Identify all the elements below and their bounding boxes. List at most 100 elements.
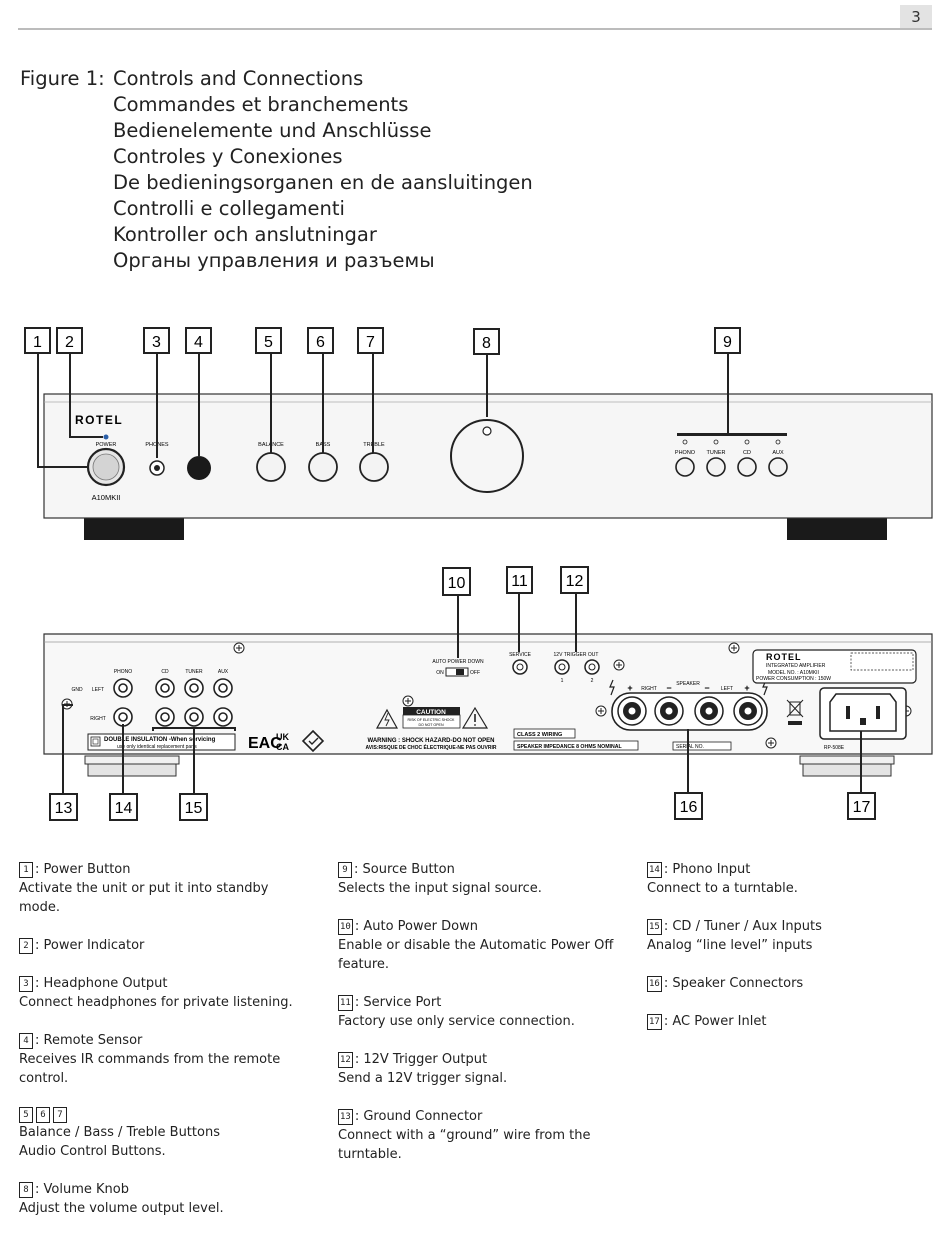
legend-item-service-port: 11: Service Port Factory use only servic…	[338, 993, 623, 1031]
legend-num: 9	[338, 861, 352, 878]
auto-power-down-label: AUTO POWER DOWN	[432, 659, 484, 665]
header-rule	[18, 28, 932, 30]
figure-title-nl: De bedieningsorganen en de aansluitingen	[113, 171, 533, 194]
legend-desc: Adjust the volume output level.	[19, 1201, 224, 1216]
legend-num: 2	[19, 937, 33, 954]
page-number: 3	[900, 5, 932, 29]
callout-3: 3	[143, 327, 170, 354]
callout-14: 14	[109, 793, 138, 821]
figure-label: Figure 1:	[20, 67, 105, 90]
legend-num: 13	[338, 1108, 353, 1125]
figure-title-it: Controlli e collegamenti	[113, 197, 345, 220]
serial-label: SERIAL NO.	[676, 744, 704, 750]
svg-text:17: 17	[853, 799, 871, 816]
trigger-out-2-jack[interactable]	[584, 659, 600, 675]
rear-callouts	[62, 594, 862, 794]
source-aux-button[interactable]	[768, 457, 788, 477]
legend-desc: Connect with a “ground” wire from the tu…	[338, 1128, 591, 1162]
trigger-2-label: 2	[591, 678, 594, 684]
legend-num: 16	[647, 975, 662, 992]
legend-item-trigger-output: 12: 12V Trigger Output Send a 12V trigge…	[338, 1050, 623, 1088]
ac-power-inlet[interactable]	[829, 693, 897, 732]
trigger-out-1-jack[interactable]	[554, 659, 570, 675]
svg-text:+: +	[627, 683, 632, 693]
model-label: A10MKII	[92, 493, 121, 502]
speaker-left-label: LEFT	[721, 686, 733, 692]
figure-title-de: Bedienelemente und Anschlüsse	[113, 119, 432, 142]
callout-15: 15	[179, 793, 208, 821]
warning-fr: AVIS:RISQUE DE CHOC ÉLECTRIQUE-NE PAS OU…	[366, 743, 497, 751]
callout-11: 11	[506, 566, 533, 594]
svg-text:3: 3	[152, 334, 161, 351]
service-port[interactable]	[512, 659, 528, 675]
power-consumption: POWER CONSUMPTION : 150W	[756, 676, 831, 682]
service-label: SERVICE	[509, 652, 532, 658]
legend-title: : Remote Sensor	[35, 1033, 143, 1048]
source-phono-button[interactable]	[675, 457, 695, 477]
speaker-impedance-label: SPEAKER IMPEDANCE 8 OHMS NOMINAL	[517, 744, 622, 750]
legend-desc: Connect to a turntable.	[647, 881, 798, 896]
front-callouts	[37, 354, 729, 468]
eac-mark: EAC	[248, 735, 282, 752]
warning-en: WARNING : SHOCK HAZARD-DO NOT OPEN	[368, 738, 495, 744]
weee-bin-icon	[786, 699, 804, 725]
cd-input-label: CD	[161, 669, 169, 675]
legend-title: : Speaker Connectors	[663, 976, 804, 991]
rating-label	[752, 649, 917, 684]
legend-desc: Receives IR commands from the remote con…	[19, 1052, 281, 1086]
speaker-terminal-plate	[611, 692, 768, 731]
left-label: LEFT	[92, 687, 104, 693]
callout-17: 17	[847, 792, 876, 820]
legend-title: : Headphone Output	[35, 976, 168, 991]
src-tuner-label: TUNER	[707, 450, 726, 456]
callout-12: 12	[560, 566, 589, 594]
speaker-right-label: RIGHT	[641, 686, 657, 692]
front-panel: ROTEL POWER A10MKII PHONES BALANCE BASS …	[43, 393, 933, 540]
legend-item-headphone-output: 3: Headphone Output Connect headphones f…	[19, 974, 311, 1012]
svg-text:15: 15	[185, 800, 203, 817]
legend-item-remote-sensor: 4: Remote Sensor Receives IR commands fr…	[19, 1031, 311, 1088]
double-insulation-text-2: use only identical replacement parts	[117, 744, 197, 750]
source-tuner-button[interactable]	[706, 457, 726, 477]
legend-item-power-button: 1: Power Button Activate the unit or put…	[19, 860, 311, 917]
front-foot-right	[787, 516, 887, 540]
model-number: MODEL NO. : A10MKII	[768, 670, 819, 676]
legend-title: : Phono Input	[663, 862, 751, 877]
src-aux-label: AUX	[772, 450, 784, 456]
callout-1: 1	[24, 327, 51, 354]
amplifier-diagram: ROTEL POWER A10MKII PHONES BALANCE BASS …	[24, 327, 933, 821]
legend-num: 17	[647, 1013, 662, 1030]
remote-sensor	[187, 456, 211, 480]
legend-desc: Enable or disable the Automatic Power Of…	[338, 938, 614, 972]
legend-num: 10	[338, 918, 353, 935]
volume-knob[interactable]	[450, 419, 524, 493]
legend-num: 15	[647, 918, 662, 935]
svg-text:−: −	[704, 683, 709, 693]
rcm-mark	[301, 729, 325, 753]
source-buttons: PHONO TUNER CD AUX	[675, 439, 788, 477]
caution-title: CAUTION	[416, 709, 446, 716]
svg-text:4: 4	[194, 334, 203, 351]
balance-button[interactable]	[256, 452, 286, 482]
legend-num: 3	[19, 975, 33, 992]
treble-button[interactable]	[359, 452, 389, 482]
bass-button[interactable]	[308, 452, 338, 482]
svg-text:14: 14	[115, 800, 133, 817]
callout-8: 8	[473, 328, 500, 355]
apd-on-label: ON	[436, 670, 444, 676]
legend-desc: Activate the unit or put it into standby…	[19, 881, 269, 915]
legend-title: : Service Port	[354, 995, 442, 1010]
power-label: POWER	[96, 442, 117, 448]
legend-title: : Power Indicator	[35, 938, 145, 953]
caution-label-block: CAUTION RISK OF ELECTRIC SHOCK DO NOT OP…	[366, 706, 497, 751]
legend-num: 4	[19, 1032, 33, 1049]
caution-sub: RISK OF ELECTRIC SHOCK	[408, 718, 456, 722]
trigger-1-label: 1	[561, 678, 564, 684]
legend-item-phono-input: 14: Phono Input Connect to a turntable.	[647, 860, 932, 898]
aux-input-label: AUX	[218, 669, 229, 675]
figure-title-sv: Kontroller och anslutningar	[113, 223, 377, 246]
svg-text:13: 13	[55, 800, 73, 817]
source-cd-button[interactable]	[737, 457, 757, 477]
apd-off-label: OFF	[470, 670, 480, 676]
callout-10: 10	[442, 567, 471, 596]
